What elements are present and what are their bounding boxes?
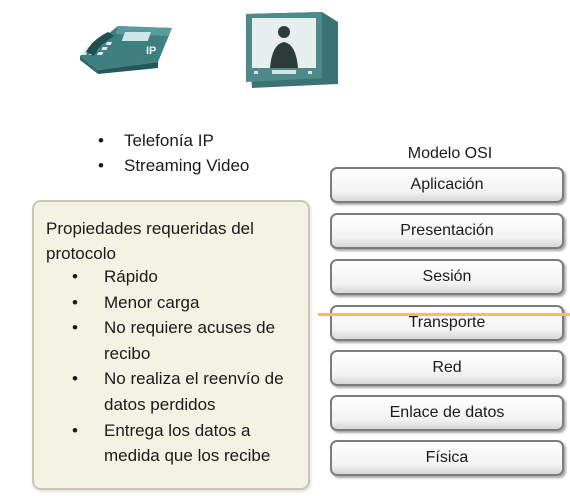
osi-layer-network: Red (330, 350, 564, 386)
property-label: No realiza el reenvío de datos perdidos (104, 369, 284, 414)
application-list: •Telefonía IP •Streaming Video (98, 128, 249, 178)
property-label: No requiere acuses de recibo (104, 318, 276, 363)
app-label: Streaming Video (124, 156, 250, 175)
osi-model-title: Modelo OSI (407, 145, 493, 162)
osi-layer-presentation: Presentación (330, 213, 564, 249)
app-label: Telefonía IP (124, 131, 214, 150)
list-item: •Rápido (72, 264, 310, 290)
osi-layer-session: Sesión (330, 259, 564, 295)
list-item: •Entrega los datos a medida que los reci… (72, 418, 310, 469)
property-label: Menor carga (104, 292, 200, 312)
phone-ip-label: IP (146, 45, 156, 57)
list-item: •No realiza el reenvío de datos perdidos (72, 366, 310, 417)
osi-layer-application: Aplicación (330, 167, 564, 203)
list-item: •Menor carga (72, 290, 310, 316)
osi-layer-data-link: Enlace de datos (330, 395, 564, 431)
video-monitor-icon (246, 12, 338, 88)
properties-title: Propiedades requeridas del protocolo (46, 219, 254, 263)
osi-layer-transport: Transporte (330, 305, 564, 341)
property-label: Entrega los datos a medida que los recib… (104, 420, 271, 466)
list-item: •No requiere acuses de recibo (72, 315, 310, 366)
ip-phone-icon: IP (80, 26, 172, 74)
protocol-properties-box: Propiedades requeridas del protocolo •Rá… (32, 200, 310, 490)
osi-layer-physical: Física (330, 440, 564, 476)
properties-list: •Rápido •Menor carga •No requiere acuses… (72, 264, 310, 469)
list-item: •Streaming Video (98, 153, 249, 178)
transport-highlight-line (318, 313, 570, 316)
list-item: •Telefonía IP (98, 128, 249, 153)
property-label: Rápido (104, 267, 158, 286)
